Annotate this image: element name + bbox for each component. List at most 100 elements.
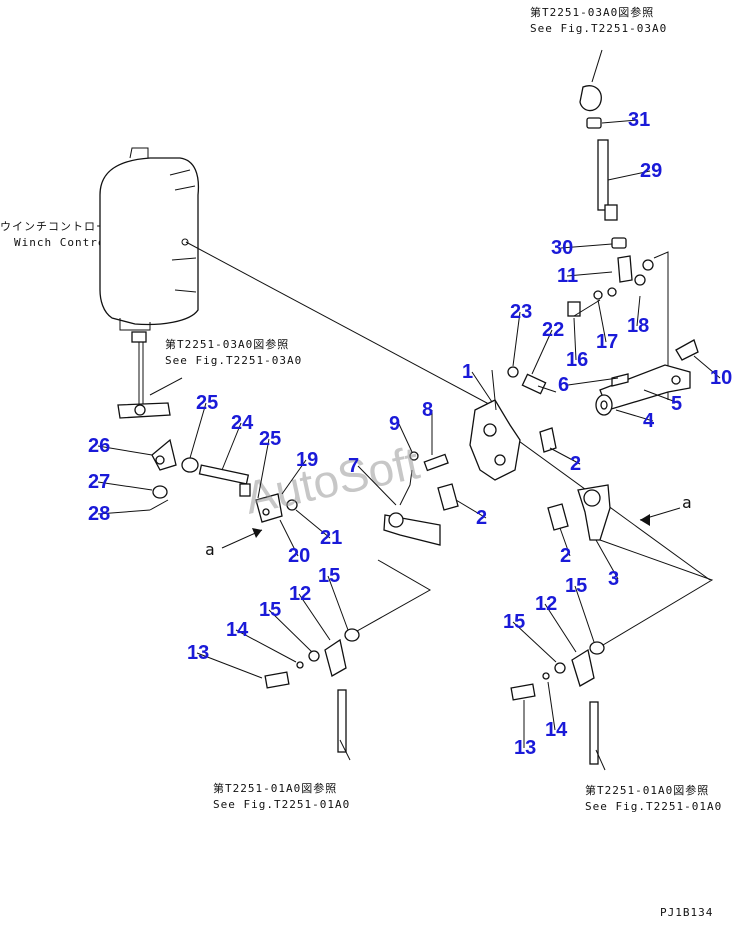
callout-number: 9 [389,413,400,435]
upper-rod-right [579,49,669,400]
callout-leader [257,438,270,499]
callout-number: 12 [535,593,557,615]
callout-leader [97,445,153,456]
callout-leader [471,371,493,403]
callout-number: 17 [596,331,618,353]
callout-number: 18 [627,315,649,337]
callout-number: 29 [640,160,662,182]
bushing-2-mid [437,483,459,511]
callout-number: 20 [288,545,310,567]
callout-number: 30 [551,237,573,259]
ref-bottom-right-en: See Fig.T2251-01A0 [585,800,722,813]
fitting-10 [675,339,699,361]
callout-leader [97,481,153,491]
callout-leader [693,355,721,379]
reference-top: 第T2251-03A0図参照 See Fig.T2251-03A0 [530,5,667,35]
reference-bottom-left: 第T2251-01A0図参照 See Fig.T2251-01A0 [213,781,350,811]
callout-number: 14 [226,619,249,641]
callout-leader [281,459,307,495]
callout-leader [196,652,263,679]
callout-number: 11 [557,265,578,287]
callout-leader [268,609,313,653]
callout-leader [235,629,297,663]
bolt-16 [567,290,603,317]
callout-leader [279,519,299,557]
ref-bottom-right-jp: 第T2251-01A0図参照 [585,783,709,797]
callout-leader [559,527,571,557]
ref-bottom-left-en: See Fig.T2251-01A0 [213,798,350,811]
callout-leader [189,402,207,459]
left-linkage [149,438,298,523]
callout-number: 10 [710,367,732,389]
callout-number: 3 [608,568,619,590]
callout-number: 4 [643,410,655,432]
callout-number: 7 [348,455,359,477]
callout-leader [567,377,619,386]
callout-number: 25 [259,428,281,450]
connector-line-box [185,241,501,411]
callout-number: 31 [628,109,650,131]
callout-leader [357,465,397,506]
callout-leader [560,243,613,249]
callout-number: 2 [476,507,487,529]
callout-leader [544,603,577,653]
drawing-code: PJ1B134 [660,906,713,919]
lower-right-linkage [510,539,714,765]
callout-number: 24 [231,412,254,434]
callout-number: 15 [259,599,281,621]
bushing-4 [595,394,613,416]
callout-number: 21 [320,527,342,549]
callout-number: 25 [196,392,218,414]
callout-leader [327,575,349,631]
bracket-1 [469,369,521,481]
callout-leader [549,447,581,465]
callout-number: 14 [545,719,568,741]
callout-leader [607,170,651,181]
callout-number: 5 [671,393,682,415]
callout-number: 15 [565,575,587,597]
ref-arrow-bottom-right [595,749,606,771]
callout-number: 15 [318,565,340,587]
callout-number: 1 [462,361,473,383]
upper-rod-left [117,342,183,419]
reference-mid: 第T2251-03A0図参照 See Fig.T2251-03A0 [165,337,302,367]
reference-bottom-right: 第T2251-01A0図参照 See Fig.T2251-01A0 [585,783,722,813]
callout-leader [295,509,331,539]
callout-number: 15 [503,611,525,633]
callout-number: 26 [88,435,110,457]
callout-number: 8 [422,399,433,421]
view-arrow-left: a [205,528,263,559]
callout-number: 2 [570,453,581,475]
callout-leader [455,499,487,519]
callout-leader [573,317,577,361]
view-mark-a-left: a [205,540,216,559]
callout-leader [298,593,331,641]
callout-leader [531,329,553,375]
callout-number: 13 [514,737,536,759]
callout-leader [97,509,151,515]
callout-leader [512,621,557,663]
callout-number: 12 [289,583,311,605]
callout-leader [615,409,654,422]
bushing-2-lower [547,503,569,531]
lever-3 [577,484,611,541]
callout-number: 28 [88,503,110,525]
view-mark-a-right: a [682,493,693,512]
bushing-2-upper [539,427,557,453]
ref-mid-en: See Fig.T2251-03A0 [165,354,302,367]
bolt-22 [507,366,557,395]
ref-top-en: See Fig.T2251-03A0 [530,22,667,35]
callout-number: 19 [296,449,318,471]
callout-leader [636,295,641,327]
callout-number: 13 [187,642,209,664]
callout-number: 22 [542,319,564,341]
view-arrow-right: a [639,493,693,526]
lever-7 [383,469,441,546]
callout-leader [512,311,521,367]
callout-leader [566,271,613,277]
callout-leader [597,299,607,343]
callout-number: 23 [510,301,532,323]
